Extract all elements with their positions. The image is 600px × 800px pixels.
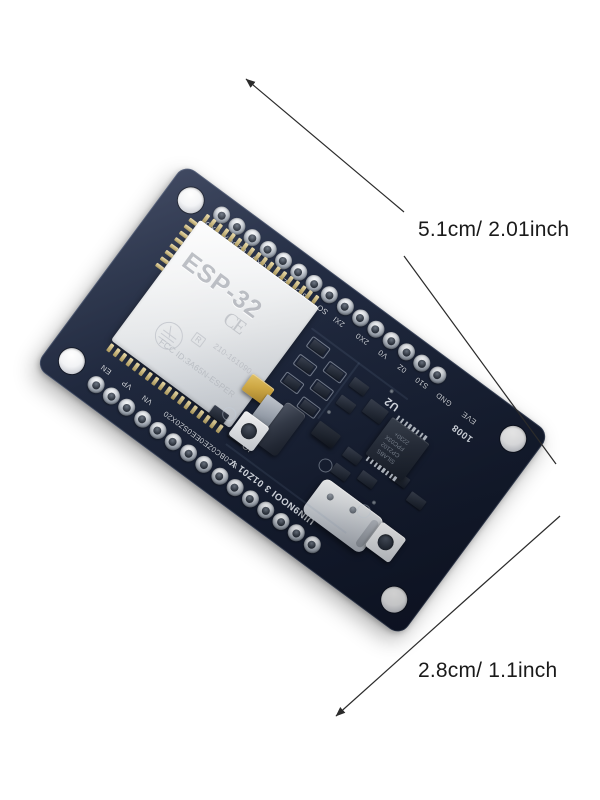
smd-resistor bbox=[405, 491, 427, 511]
module-cert-number: 210-161090 bbox=[211, 341, 254, 377]
module-pad bbox=[208, 419, 217, 429]
module-pad bbox=[214, 423, 224, 434]
smd-resistor bbox=[341, 446, 363, 466]
module-pad bbox=[111, 347, 121, 358]
pin-label-top-13: EVE bbox=[459, 409, 478, 427]
voltage-regulator bbox=[310, 420, 341, 449]
board-width-dimension: 2.8cm/ 1.1inch bbox=[418, 659, 558, 682]
module-pad bbox=[220, 227, 230, 238]
pin-label-bottom-1: EN bbox=[98, 362, 113, 377]
chip-leg bbox=[406, 423, 412, 430]
module-pad bbox=[137, 366, 147, 377]
chip-leg bbox=[395, 415, 401, 421]
module-pad bbox=[271, 265, 281, 276]
chip-leg bbox=[368, 459, 374, 465]
module-pad bbox=[173, 236, 183, 246]
smd-capacitor bbox=[348, 376, 370, 397]
module-pad bbox=[182, 400, 192, 410]
pin-label-top-12: GND bbox=[433, 390, 454, 409]
module-pad bbox=[150, 376, 160, 386]
module-pad bbox=[297, 285, 307, 295]
chip-leg bbox=[399, 418, 405, 424]
module-pad bbox=[168, 243, 179, 252]
chip-leg bbox=[384, 470, 390, 476]
chip-leg bbox=[410, 426, 416, 433]
usb-shell-dimple bbox=[324, 492, 335, 502]
module-pad bbox=[163, 249, 174, 259]
module-pad bbox=[304, 289, 313, 300]
pin-label-bottom-3: VN bbox=[139, 393, 154, 407]
module-pad bbox=[169, 390, 179, 401]
module-pad bbox=[144, 371, 153, 382]
esp32-dev-board[interactable]: EXO E2OOX IOXU IZO 6IO SO 2XI 2X0 V0 0Z … bbox=[34, 163, 550, 637]
pin-label-top-9: V0 bbox=[375, 347, 390, 361]
module-pad bbox=[156, 381, 166, 391]
module-pad bbox=[163, 385, 172, 396]
module-pad bbox=[182, 223, 193, 233]
pcb-via bbox=[370, 499, 377, 506]
pin-label-top-10: 0Z bbox=[395, 361, 408, 375]
board-length-dimension: 5.1cm/ 2.01inch bbox=[418, 218, 570, 241]
module-pad bbox=[178, 230, 188, 239]
chip-leg bbox=[414, 429, 420, 435]
module-pad bbox=[201, 213, 210, 224]
module-pad bbox=[252, 251, 262, 262]
chip-leg bbox=[403, 420, 408, 427]
chip-leg bbox=[372, 461, 378, 468]
module-pad bbox=[105, 343, 115, 353]
module-pad bbox=[310, 294, 320, 305]
mounting-hole-top-right bbox=[494, 420, 531, 458]
module-pad bbox=[154, 262, 164, 272]
module-pad bbox=[239, 242, 249, 252]
module-pad bbox=[226, 232, 236, 243]
module-pad bbox=[214, 223, 223, 233]
module-pad bbox=[159, 256, 169, 265]
chip-leg bbox=[422, 435, 428, 441]
chip-leg bbox=[388, 473, 393, 479]
chip-leg bbox=[364, 456, 370, 462]
module-pad bbox=[233, 237, 242, 248]
module-pad bbox=[259, 256, 268, 267]
module-pad bbox=[207, 218, 217, 229]
module-pad bbox=[124, 357, 134, 367]
mounting-hole-bottom-left bbox=[53, 342, 90, 380]
chip-leg bbox=[418, 432, 424, 438]
module-pad bbox=[291, 280, 300, 290]
chip-leg bbox=[391, 476, 397, 482]
mounting-hole-bottom-right bbox=[375, 581, 412, 618]
chip-leg bbox=[376, 464, 382, 471]
module-pad bbox=[131, 362, 140, 372]
r-mark-icon: R bbox=[189, 331, 206, 348]
module-pad bbox=[189, 404, 198, 415]
module-pad bbox=[246, 246, 255, 257]
smd-resistor bbox=[356, 469, 378, 490]
mounting-hole-top-left bbox=[172, 182, 209, 219]
smd-capacitor bbox=[335, 394, 357, 414]
module-pad bbox=[201, 414, 211, 425]
module-pad bbox=[284, 275, 294, 286]
module-pad bbox=[265, 261, 275, 271]
module-pad bbox=[187, 217, 198, 227]
chip-leg bbox=[380, 467, 386, 474]
module-pad bbox=[278, 270, 287, 281]
pcb-via bbox=[325, 409, 332, 415]
module-pad bbox=[195, 409, 205, 420]
module-pad bbox=[118, 352, 127, 363]
module-pad bbox=[176, 395, 185, 406]
pin-label-bottom-2: VP bbox=[119, 378, 134, 392]
